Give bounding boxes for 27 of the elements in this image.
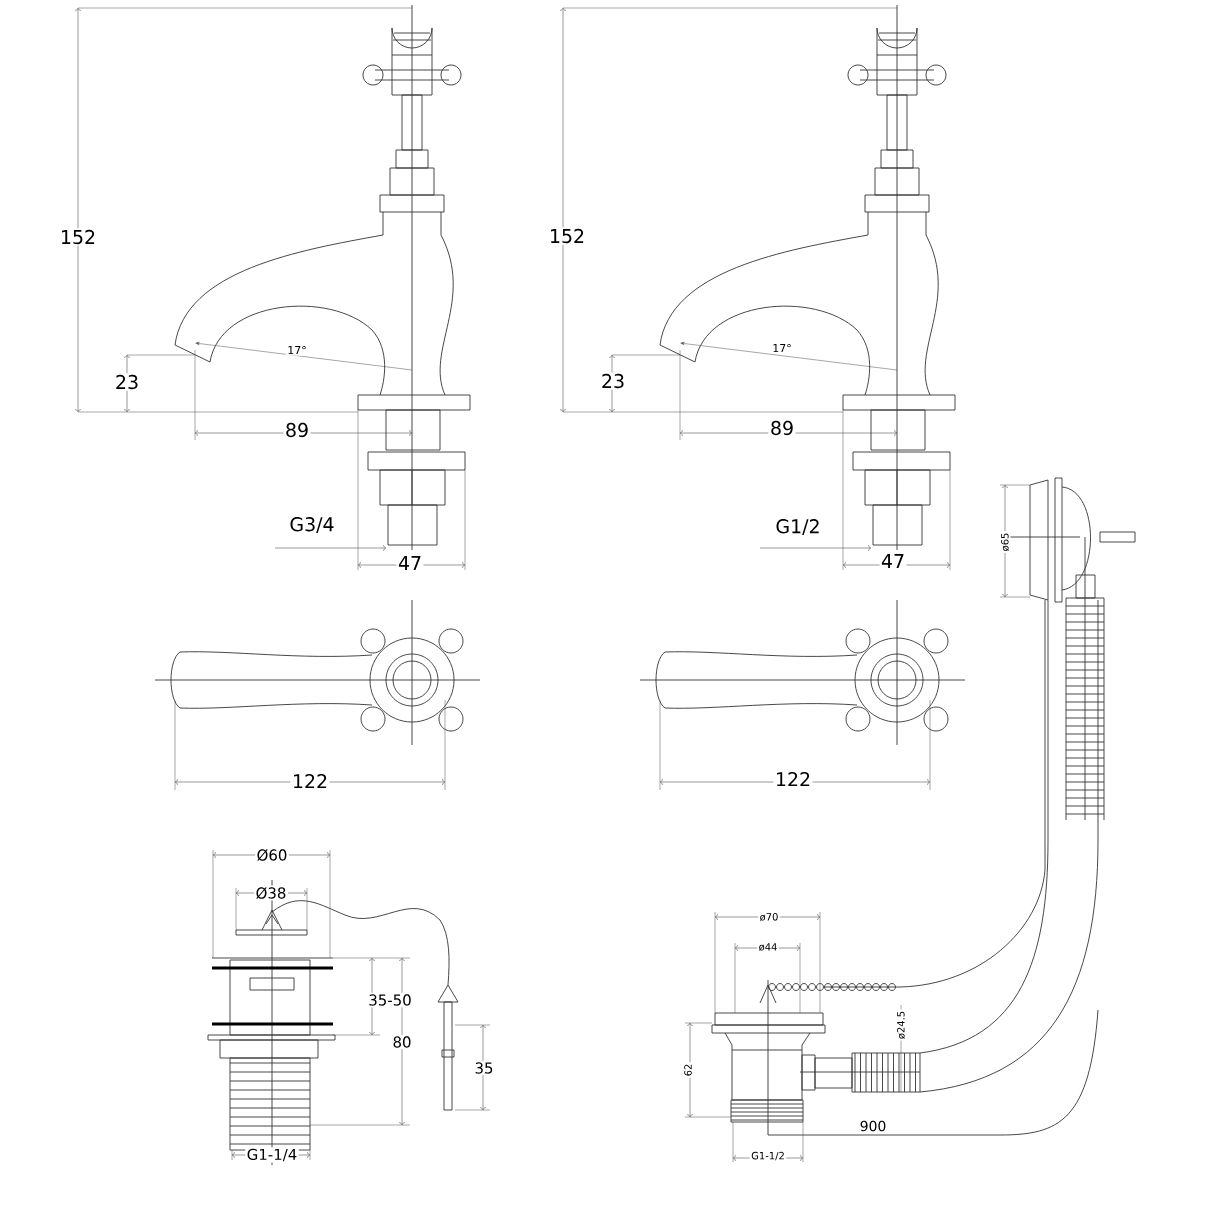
- dimension-label: G1-1/4: [245, 1147, 299, 1163]
- dimension-label: ø24.5: [895, 1009, 907, 1041]
- dimension-label: 17°: [285, 344, 309, 356]
- dimension-label: 47: [396, 554, 424, 572]
- dimension-label: 17°: [770, 342, 794, 354]
- dimension-label: ø44: [757, 941, 779, 953]
- dimension-label: 35-50: [366, 992, 414, 1008]
- dimension-label: Ø60: [255, 847, 289, 863]
- dimension-label: 80: [391, 1034, 413, 1050]
- dimension-label: 122: [290, 772, 330, 790]
- dimension-label: 23: [113, 373, 141, 391]
- dimension-label: 900: [858, 1119, 888, 1133]
- dimension-label: 47: [879, 552, 907, 570]
- dimension-label: 35: [473, 1060, 495, 1076]
- dimension-label: 62: [682, 1062, 694, 1078]
- dimension-label: G3/4: [287, 515, 337, 535]
- dimension-label: 152: [58, 228, 98, 246]
- dimension-label: G1/2: [773, 517, 823, 537]
- dimension-label: 152: [547, 227, 587, 245]
- dimension-label: ø65: [999, 531, 1011, 553]
- dimension-label: 89: [283, 421, 311, 439]
- dimension-label: Ø38: [254, 885, 288, 901]
- dimension-label: G1-1/2: [749, 1150, 787, 1162]
- dimension-label: 89: [768, 419, 796, 437]
- dimension-label: 23: [599, 372, 627, 390]
- dimension-label: ø70: [758, 911, 780, 923]
- dimension-label: 122: [773, 770, 813, 788]
